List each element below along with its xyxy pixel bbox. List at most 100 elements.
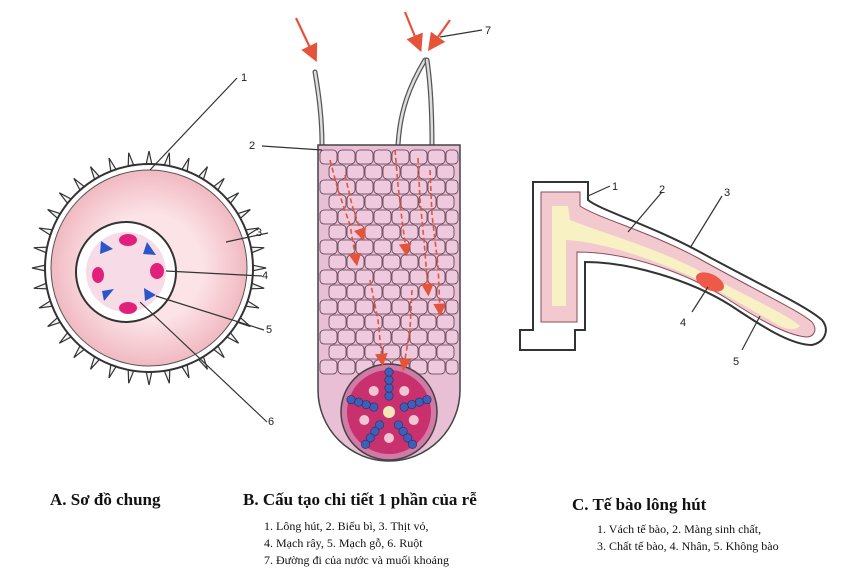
cortex-cell [437, 345, 454, 359]
phloem-cluster [384, 433, 394, 443]
xylem-vessel [385, 392, 393, 400]
cortex-cell [374, 240, 391, 254]
cortex-cell [320, 330, 337, 344]
xylem-vessel [354, 398, 362, 406]
cortex-cell [383, 225, 400, 239]
cortex-cell [347, 165, 364, 179]
xylem-vessel [415, 398, 423, 406]
cortex-cell [446, 330, 458, 344]
incoming-arrow [433, 20, 450, 44]
phloem-oval [119, 302, 137, 314]
xylem-vessel [347, 395, 355, 403]
cortex-cell [419, 345, 436, 359]
root-hair-spike [146, 151, 152, 165]
cortex-cell [320, 180, 337, 194]
cortex-cell [338, 240, 355, 254]
cortex-cell [374, 210, 391, 224]
panel-b-title: B. Cấu tạo chi tiết 1 phần của rễ [243, 490, 477, 510]
phloem-cluster [409, 415, 419, 425]
cortex-cell [437, 225, 454, 239]
cortex-cell [446, 180, 458, 194]
cortex-cell [410, 330, 427, 344]
panel-a-title: A. Sơ đồ chung [50, 490, 161, 510]
xylem-vessel [408, 440, 416, 448]
root-hair [398, 60, 425, 145]
cortex-cell [356, 180, 373, 194]
xylem-vessel [361, 440, 369, 448]
xylem-vessel [385, 384, 393, 392]
cortex-cell [365, 225, 382, 239]
cortex-cell [365, 195, 382, 209]
panel-c-legend-line-1: 1. Vách tế bào, 2. Màng sinh chất, [597, 522, 761, 537]
cortex-cell [329, 255, 346, 269]
cortex-cell [329, 315, 346, 329]
cortex-cell [428, 330, 445, 344]
cortex-cell [401, 195, 418, 209]
root-hair-spike [32, 265, 46, 271]
cortex-cell [329, 225, 346, 239]
phloem-cluster [399, 386, 409, 396]
cortex-cell [392, 270, 409, 284]
cortex-cell [338, 270, 355, 284]
xylem-vessel [408, 400, 416, 408]
leader-line-7 [440, 30, 482, 37]
cortex-cell [446, 150, 458, 164]
cortex-cell [338, 330, 355, 344]
cortex-cell [446, 240, 458, 254]
cortex-cell [365, 345, 382, 359]
cortex-cell [338, 180, 355, 194]
leader-line-2 [262, 146, 322, 150]
cortex-cell [374, 330, 391, 344]
cortex-cell [401, 345, 418, 359]
cortex-cell [392, 240, 409, 254]
cortex-cell [374, 150, 391, 164]
cortex-cell [338, 360, 355, 374]
cortex-cell [329, 285, 346, 299]
panel-c-title: C. Tế bào lông hút [572, 495, 706, 515]
cortex-cell [437, 165, 454, 179]
panel-c-label-1: 1 [612, 181, 618, 193]
xylem-vessel [362, 400, 370, 408]
cortex-cell [419, 255, 436, 269]
panel-a-label-5: 5 [266, 324, 272, 336]
panel-a-label-3: 3 [256, 227, 262, 239]
xylem-vessel [370, 403, 378, 411]
cortex-cell [401, 285, 418, 299]
cortex-cell [392, 210, 409, 224]
panel-b-legend-line-3: 7. Đường đi của nước và muối khoáng [264, 553, 449, 568]
cortex-cell [428, 300, 445, 314]
cortex-cell [365, 315, 382, 329]
panel-a-cross-section: 1 3 4 5 6 [32, 72, 274, 428]
cortex-cell [320, 360, 337, 374]
cortex-cell [410, 270, 427, 284]
panel-b-legend-line-1: 1. Lông hút, 2. Biểu bì, 3. Thịt vỏ, [264, 519, 428, 534]
cortex-cell [338, 150, 355, 164]
incoming-arrow [405, 12, 418, 44]
panel-a-label-1: 1 [241, 72, 247, 84]
phloem-oval [150, 263, 164, 279]
cortex-cell [401, 255, 418, 269]
cortex-cell [428, 210, 445, 224]
cortex-cell [320, 150, 337, 164]
cortex-cell [383, 315, 400, 329]
cortex-cell [437, 195, 454, 209]
cortex-cell [329, 345, 346, 359]
cortex-cell [419, 195, 436, 209]
incoming-arrow [296, 18, 313, 54]
cortex-cell [437, 255, 454, 269]
cortex-cell [320, 240, 337, 254]
root-hair-spike [146, 371, 152, 385]
cortex-cell [410, 210, 427, 224]
cortex-cell [428, 270, 445, 284]
cortex-cell [374, 180, 391, 194]
cortex-cell [320, 300, 337, 314]
phloem-oval [92, 267, 104, 283]
cortex-cell [392, 330, 409, 344]
panel-c-legend-line-2: 3. Chất tế bào, 4. Nhân, 5. Không bào [597, 539, 779, 554]
cortex-cell [356, 300, 373, 314]
pith-center [383, 406, 395, 418]
cortex-cell [329, 165, 346, 179]
cortex-cell [383, 345, 400, 359]
xylem-vessel [423, 395, 431, 403]
